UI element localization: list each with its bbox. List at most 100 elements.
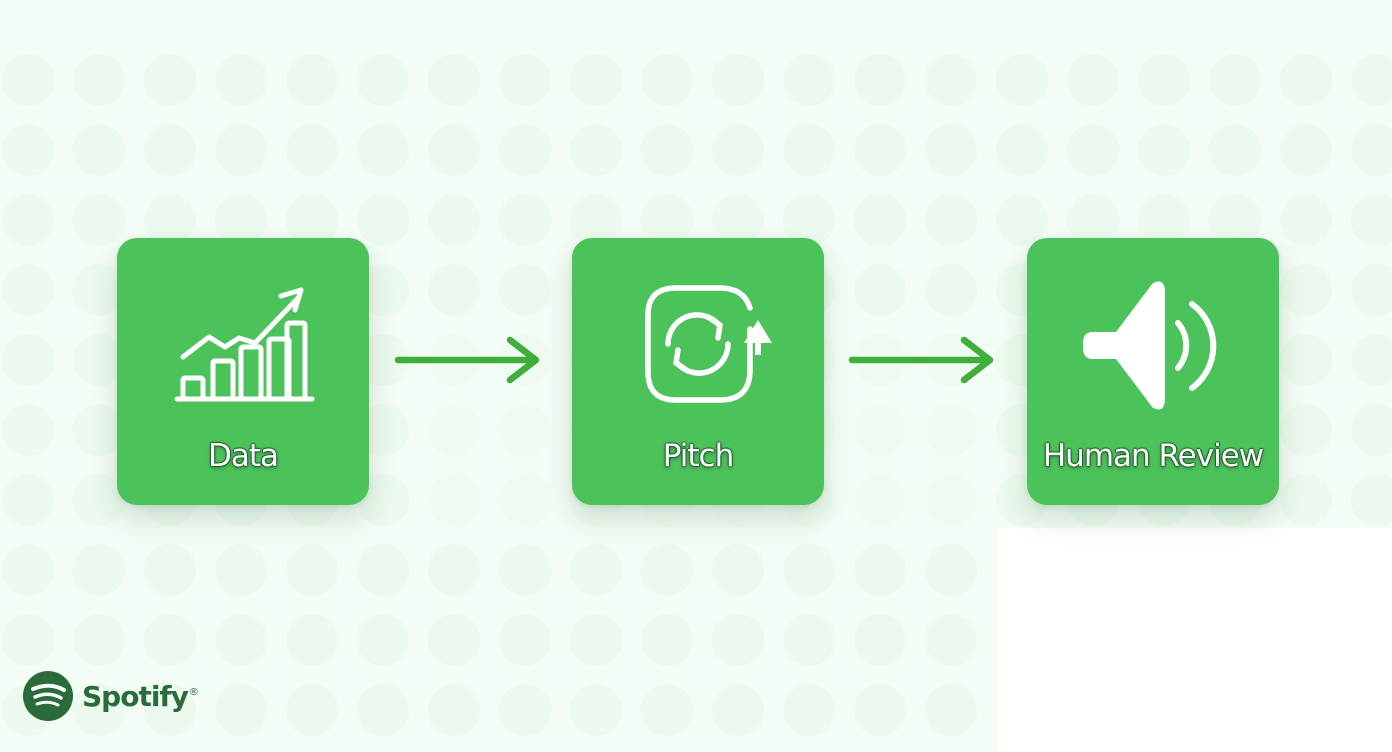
background-dot xyxy=(286,194,338,246)
background-dot xyxy=(73,194,125,246)
background-dot xyxy=(144,194,196,246)
background-dot xyxy=(357,614,409,666)
background-dot xyxy=(641,614,693,666)
background-dot xyxy=(357,264,409,316)
background-dot xyxy=(1280,124,1332,176)
background-dot xyxy=(1067,194,1119,246)
background-dot xyxy=(2,194,54,246)
background-dot xyxy=(357,544,409,596)
background-dot xyxy=(570,194,622,246)
background-dot xyxy=(428,124,480,176)
background-dot xyxy=(144,54,196,106)
background-dot xyxy=(215,124,267,176)
background-dot xyxy=(925,544,977,596)
background-dot xyxy=(215,614,267,666)
background-dot xyxy=(1067,124,1119,176)
background-dot xyxy=(641,684,693,736)
background-dot xyxy=(641,194,693,246)
background-dot xyxy=(499,544,551,596)
background-dot xyxy=(1209,194,1261,246)
background-dot xyxy=(357,194,409,246)
background-dot xyxy=(2,54,54,106)
background-dot xyxy=(144,614,196,666)
step-card-pitch: Pitch xyxy=(572,238,824,505)
speaker-volume-icon xyxy=(1083,281,1217,410)
background-dot xyxy=(499,614,551,666)
background-dot xyxy=(428,474,480,526)
step-label-pitch: Pitch xyxy=(662,438,734,474)
background-dot xyxy=(357,404,409,456)
background-dot xyxy=(783,684,835,736)
background-dot xyxy=(2,614,54,666)
background-dot xyxy=(2,264,54,316)
background-dot xyxy=(499,404,551,456)
background-dot xyxy=(215,544,267,596)
background-dot xyxy=(73,264,125,316)
background-dot xyxy=(428,54,480,106)
background-dot xyxy=(1351,474,1392,526)
background-dot xyxy=(712,614,764,666)
background-dot xyxy=(1280,404,1332,456)
background-dot xyxy=(1280,474,1332,526)
background-dot xyxy=(73,54,125,106)
background-dot xyxy=(286,544,338,596)
background-dot xyxy=(712,194,764,246)
background-dot xyxy=(1280,194,1332,246)
background-dot xyxy=(1280,54,1332,106)
background-dot xyxy=(925,474,977,526)
background-dot xyxy=(1138,54,1190,106)
background-dot xyxy=(570,684,622,736)
registered-mark: ® xyxy=(188,687,199,699)
background-dot xyxy=(712,544,764,596)
bar-chart-trend-icon xyxy=(174,287,315,402)
background-dot xyxy=(73,684,125,736)
background-dot xyxy=(73,124,125,176)
background-dot xyxy=(286,54,338,106)
background-dot xyxy=(428,544,480,596)
background-dot xyxy=(73,334,125,386)
background-dot xyxy=(1351,404,1392,456)
background-dot xyxy=(641,124,693,176)
background-dot xyxy=(570,54,622,106)
background-dot xyxy=(499,54,551,106)
background-dot xyxy=(783,194,835,246)
background-dot xyxy=(925,194,977,246)
background-dot xyxy=(499,264,551,316)
step-label-data: Data xyxy=(207,438,279,474)
spotify-logo-icon xyxy=(23,671,73,721)
background-dot xyxy=(357,334,409,386)
background-dot xyxy=(144,544,196,596)
background-dot xyxy=(783,544,835,596)
background-dot xyxy=(73,474,125,526)
logo-wordmark: Spotify® xyxy=(82,679,199,713)
background-dot xyxy=(215,684,267,736)
white-corner-panel xyxy=(998,528,1392,752)
background-dot xyxy=(570,544,622,596)
background-dot xyxy=(1209,54,1261,106)
arrow-right-icon xyxy=(848,336,994,384)
background-dot xyxy=(215,194,267,246)
background-dot xyxy=(73,544,125,596)
background-dot xyxy=(996,194,1048,246)
background-dot xyxy=(1351,194,1392,246)
refresh-cycle-icon xyxy=(645,285,772,403)
background-dot xyxy=(1138,124,1190,176)
background-dot xyxy=(641,544,693,596)
background-dot xyxy=(996,124,1048,176)
background-dot xyxy=(854,614,906,666)
background-dot xyxy=(925,684,977,736)
background-dot xyxy=(925,264,977,316)
background-dot xyxy=(1351,334,1392,386)
background-dot xyxy=(2,404,54,456)
background-dot xyxy=(2,334,54,386)
background-dot xyxy=(641,54,693,106)
background-dot xyxy=(854,54,906,106)
background-dot xyxy=(712,684,764,736)
background-dot xyxy=(286,614,338,666)
background-dot xyxy=(2,124,54,176)
background-dot xyxy=(854,684,906,736)
background-dot xyxy=(499,124,551,176)
background-dot xyxy=(499,684,551,736)
background-dot xyxy=(428,614,480,666)
background-dot xyxy=(357,124,409,176)
